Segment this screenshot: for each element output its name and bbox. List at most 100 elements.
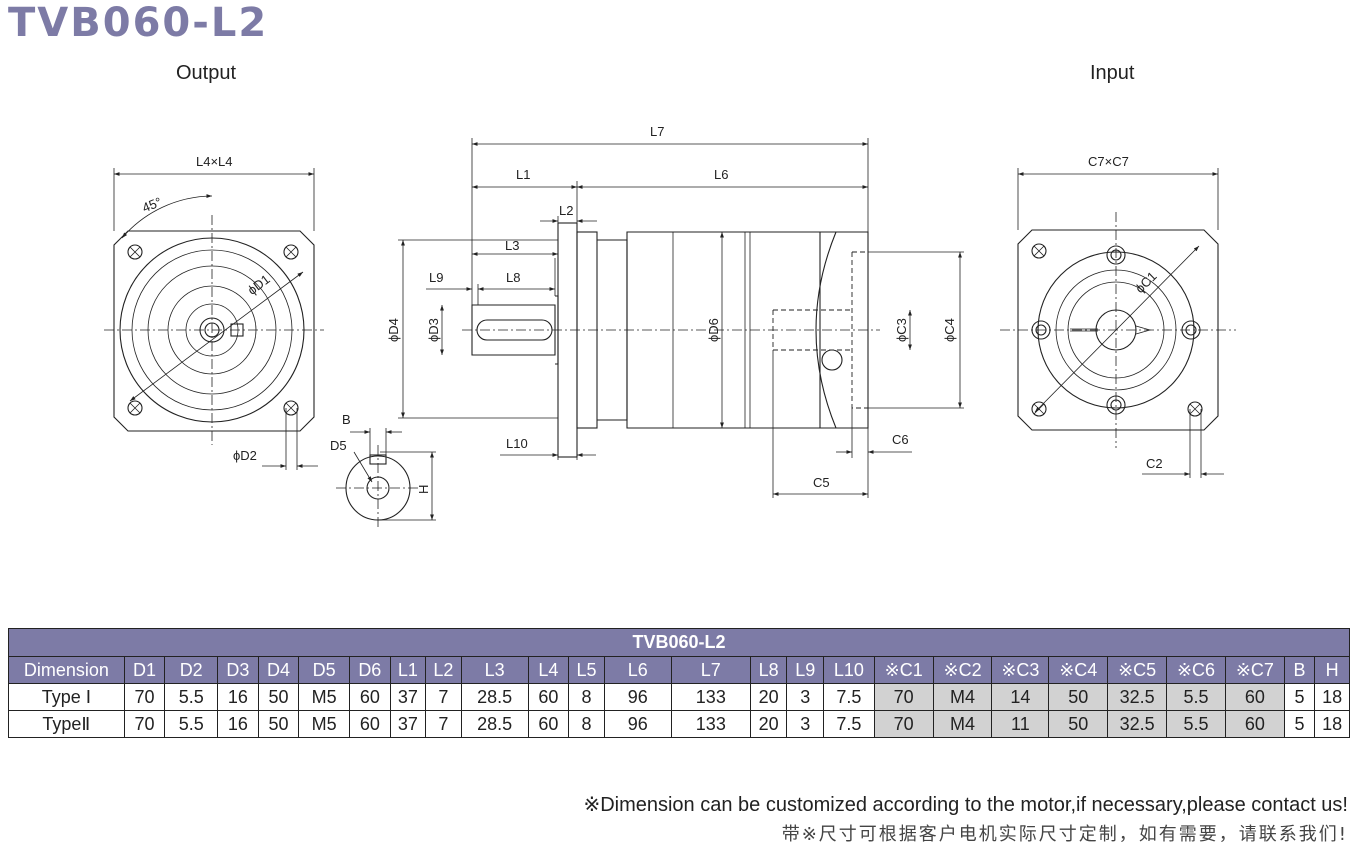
table-header-cell: ※C7 bbox=[1224, 656, 1285, 684]
dim-label-c1: ϕC1 bbox=[1132, 269, 1160, 297]
table-header-cell: L4 bbox=[527, 656, 570, 684]
table-cell: 3 bbox=[786, 710, 824, 738]
dim-label-c4: ϕC4 bbox=[942, 318, 957, 342]
table-cell: 37 bbox=[389, 710, 427, 738]
table-cell: 32.5 bbox=[1107, 710, 1168, 738]
table-cell: 18 bbox=[1314, 683, 1350, 711]
dim-label-b: B bbox=[342, 412, 351, 427]
dim-label-h: H bbox=[416, 485, 431, 494]
dim-label-l3: L3 bbox=[505, 238, 519, 253]
table-cell: M5 bbox=[298, 683, 351, 711]
dim-label-d4: ϕD4 bbox=[386, 318, 401, 342]
table-cell: 3 bbox=[786, 683, 824, 711]
table-cell: 20 bbox=[749, 683, 788, 711]
mounting-hole bbox=[127, 244, 299, 416]
table-cell: 5.5 bbox=[164, 683, 219, 711]
table-cell: 70 bbox=[123, 683, 166, 711]
table-cell: 7.5 bbox=[822, 683, 875, 711]
table-cell: 5.5 bbox=[1166, 710, 1226, 738]
dim-label-c2: C2 bbox=[1146, 456, 1163, 471]
table-header-cell: ※C2 bbox=[932, 656, 993, 684]
table-header-cell: D6 bbox=[349, 656, 391, 684]
table-cell: 7 bbox=[425, 710, 462, 738]
input-flange-view: C7×C7 ϕC1 C2 bbox=[1000, 154, 1236, 478]
table-header-cell: D5 bbox=[298, 656, 351, 684]
technical-drawing: L4×L4 45° ϕD1 ϕD2 B D5 H bbox=[104, 124, 1236, 528]
dim-label-l10: L10 bbox=[506, 436, 528, 451]
customization-note-en: ※Dimension can be customized according t… bbox=[583, 794, 1348, 816]
table-header-cell: D2 bbox=[164, 656, 219, 684]
dim-label-l9: L9 bbox=[429, 270, 443, 285]
table-cell: 50 bbox=[1048, 710, 1109, 738]
table-cell: 60 bbox=[349, 683, 391, 711]
table-cell: 28.5 bbox=[460, 710, 529, 738]
table-header-cell: ※C5 bbox=[1107, 656, 1168, 684]
table-cell: 16 bbox=[217, 683, 259, 711]
table-cell: 96 bbox=[603, 710, 672, 738]
table-header-cell: D1 bbox=[123, 656, 166, 684]
table-header-cell: L6 bbox=[603, 656, 672, 684]
dim-label-d2: ϕD2 bbox=[233, 448, 257, 463]
table-header-cell: L3 bbox=[460, 656, 529, 684]
table-cell: 7 bbox=[425, 683, 462, 711]
side-view: L7 L1 L6 L2 L3 L8 L9 ϕD4 ϕD3 ϕD6 ϕC3 ϕC4 bbox=[386, 124, 964, 498]
table-header-cell: ※C4 bbox=[1048, 656, 1109, 684]
dim-label-l8: L8 bbox=[506, 270, 520, 285]
dim-label-l7: L7 bbox=[650, 124, 664, 139]
customization-note-cn: 带※尺寸可根据客户电机实际尺寸定制，如有需要，请联系我们! bbox=[781, 824, 1348, 845]
row-label: TypeⅡ bbox=[8, 710, 125, 738]
table-caption: TVB060-L2 bbox=[8, 628, 1350, 657]
shaft-section: B D5 H bbox=[330, 412, 436, 528]
input-view-label: Input bbox=[1090, 62, 1135, 84]
table-cell: 133 bbox=[670, 683, 751, 711]
dim-label-c6: C6 bbox=[892, 432, 909, 447]
table-cell: 8 bbox=[568, 683, 605, 711]
table-cell: 50 bbox=[1048, 683, 1109, 711]
table-cell: 5 bbox=[1283, 683, 1316, 711]
dim-label-d5: D5 bbox=[330, 438, 347, 453]
dim-label-c5: C5 bbox=[813, 475, 830, 490]
table-header-cell: ※C6 bbox=[1166, 656, 1226, 684]
table-cell: 5 bbox=[1283, 710, 1316, 738]
table-cell: 20 bbox=[749, 710, 788, 738]
dim-label-c3: ϕC3 bbox=[894, 318, 909, 342]
table-cell: 60 bbox=[1224, 710, 1285, 738]
table-cell: 18 bbox=[1314, 710, 1350, 738]
table-cell: 70 bbox=[873, 683, 934, 711]
table-cell: 60 bbox=[527, 683, 570, 711]
table-cell: 70 bbox=[123, 710, 166, 738]
table-header-cell: B bbox=[1283, 656, 1316, 684]
dim-label-c7xc7: C7×C7 bbox=[1088, 154, 1129, 169]
table-cell: 28.5 bbox=[460, 683, 529, 711]
table-cell: M4 bbox=[932, 710, 993, 738]
table-cell: 5.5 bbox=[1166, 683, 1226, 711]
table-cell: 50 bbox=[257, 683, 300, 711]
dim-label-d6: ϕD6 bbox=[706, 318, 721, 342]
dim-label-d3: ϕD3 bbox=[426, 318, 441, 342]
table-cell: 37 bbox=[389, 683, 427, 711]
table-cell: 60 bbox=[1224, 683, 1285, 711]
table-cell: 50 bbox=[257, 710, 300, 738]
table-cell: 60 bbox=[527, 710, 570, 738]
table-cell: 11 bbox=[991, 710, 1050, 738]
dim-label-l4xl4: L4×L4 bbox=[196, 154, 233, 169]
dim-label-d1: ϕD1 bbox=[245, 271, 273, 297]
table-header-cell: ※C3 bbox=[991, 656, 1050, 684]
table-header-cell: L2 bbox=[425, 656, 462, 684]
table-cell: 5.5 bbox=[164, 710, 219, 738]
table-header-cell: L7 bbox=[670, 656, 751, 684]
output-flange-view: L4×L4 45° ϕD1 ϕD2 bbox=[104, 154, 324, 470]
dim-label-l6: L6 bbox=[714, 167, 728, 182]
table-cell: M5 bbox=[298, 710, 351, 738]
table-cell: 32.5 bbox=[1107, 683, 1168, 711]
table-header-cell: D4 bbox=[257, 656, 300, 684]
row-label: Type Ⅰ bbox=[8, 683, 125, 711]
table-header-cell: L10 bbox=[822, 656, 875, 684]
dim-label-l2: L2 bbox=[559, 203, 573, 218]
table-header-cell: L1 bbox=[389, 656, 427, 684]
table-header-cell: Dimension bbox=[8, 656, 125, 684]
table-header-cell: L5 bbox=[568, 656, 605, 684]
table-cell: 70 bbox=[873, 710, 934, 738]
table-cell: M4 bbox=[932, 683, 993, 711]
